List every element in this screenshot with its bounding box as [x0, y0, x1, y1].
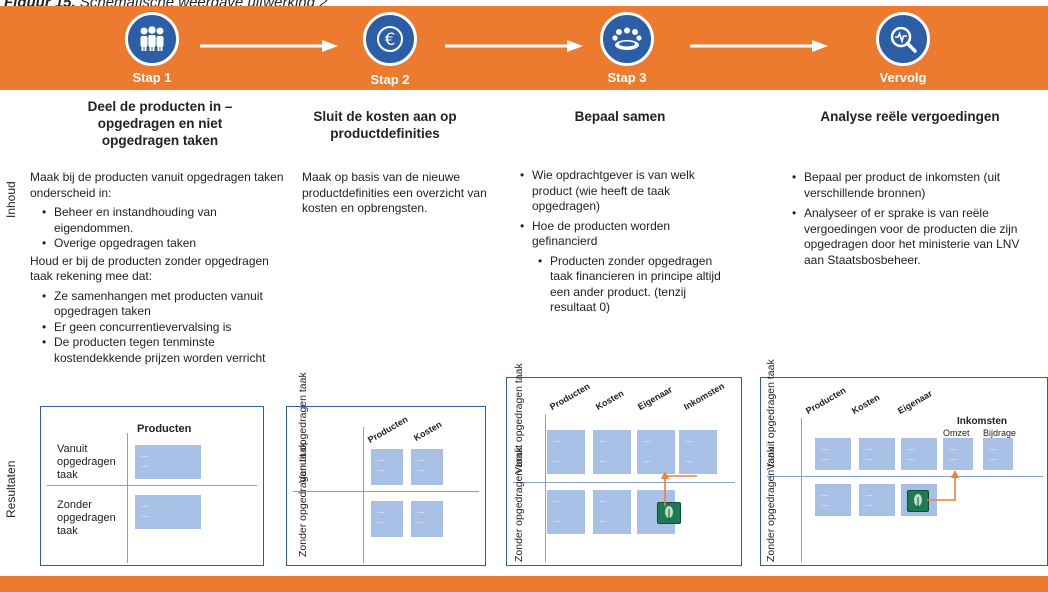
table-cell: ...... [859, 438, 895, 470]
table-cell: ...... [547, 490, 585, 534]
magnifier-icon [876, 12, 930, 66]
row-label: Zonder opgedragen taak [765, 446, 777, 562]
figure-title: Figuur 15. Schematische weergave uitwerk… [4, 0, 327, 11]
panel-group-header: Inkomsten [957, 416, 1008, 427]
divider [363, 427, 364, 563]
column-1-text: Maak bij de producten vanuit opgedragen … [30, 170, 292, 366]
bottom-band [0, 576, 1048, 592]
svg-text:€: € [385, 30, 396, 50]
column-heading: Bepaal samen [574, 109, 666, 124]
column-4-text: Bepaal per product de inkomsten (uit ver… [792, 170, 1027, 268]
table-cell: ...... [593, 490, 631, 534]
panel-sub-header: Omzet [943, 428, 970, 438]
table-cell: ...... [679, 430, 717, 474]
table-cell: ...... [371, 501, 403, 537]
step-label: Stap 1 [132, 70, 172, 85]
row-label: Zonder opgedragen taak [297, 441, 309, 557]
arrow-icon [661, 472, 697, 506]
result-panel-2: Producten Kosten Vanuit opgedragen taak … [286, 372, 486, 566]
table-cell: ...... [859, 484, 895, 516]
table-cell: ...... [815, 438, 851, 470]
arrow-icon [927, 470, 959, 501]
table-cell: ...... [135, 445, 201, 479]
money-plant-icon [657, 502, 681, 524]
table-cell: ...... [943, 438, 973, 470]
panel-column-header: Kosten [412, 419, 444, 443]
panel-column-header: Eigenaar [896, 388, 934, 416]
result-panel-4: Producten Kosten Eigenaar Inkomsten Omze… [760, 359, 1048, 566]
column-2-text: Maak op basis van de nieuwe productdefin… [302, 170, 487, 215]
table-cell: ...... [593, 430, 631, 474]
table-cell: ...... [901, 438, 937, 470]
panel-sub-header: Bijdrage [983, 428, 1017, 438]
panel-column-header: Producten [548, 381, 592, 412]
table-cell: ...... [135, 495, 201, 529]
row-label: Zonder opgedragen taak [513, 446, 525, 562]
table-cell: ...... [815, 484, 851, 516]
panel-column-header: Producten [804, 385, 848, 416]
panel-column-header: Kosten [594, 388, 626, 412]
panel-column-header: Producten [366, 414, 410, 445]
arrow-icon [200, 40, 338, 52]
result-panel-3: Producten Kosten Eigenaar Inkomsten Vanu… [506, 363, 742, 566]
row-label: Vanuit opgedragen taak [57, 443, 116, 481]
arrow-icon [445, 40, 583, 52]
divider [127, 433, 128, 563]
table-cell: ...... [983, 438, 1013, 470]
divider [47, 485, 257, 486]
row-label: Zonder opgedragen taak [57, 499, 116, 537]
panel-column-header: Producten [137, 423, 192, 435]
column-heading: Deel de producten in – opgedragen en nie… [87, 99, 233, 148]
step-label: Vervolg [879, 70, 927, 85]
table-cell: ...... [411, 501, 443, 537]
table-cell: ...... [637, 430, 675, 474]
people-icon [125, 12, 179, 66]
side-label-inhoud: Inhoud [4, 181, 18, 218]
step-label: Stap 3 [607, 70, 647, 85]
step-label: Stap 2 [370, 72, 410, 87]
result-panel-1: Producten Vanuit opgedragen taak Zonder … [40, 406, 264, 566]
euro-icon: € [363, 12, 417, 66]
divider [545, 414, 546, 562]
money-plant-icon [907, 490, 929, 512]
panel-column-header: Kosten [850, 392, 882, 416]
column-heading: Sluit de kosten aan op productdefinities [313, 109, 457, 141]
table-cell: ...... [371, 449, 403, 485]
divider [801, 418, 802, 562]
side-label-resultaten: Resultaten [4, 460, 18, 518]
divider [293, 491, 479, 492]
panel-column-header: Eigenaar [636, 384, 674, 412]
meeting-icon [600, 12, 654, 66]
divider [513, 482, 735, 483]
column-heading: Analyse reële vergoedingen [820, 109, 1000, 124]
divider [767, 476, 1043, 477]
column-3-text: Wie opdrachtgever is van welk product (w… [520, 168, 725, 316]
table-cell: ...... [547, 430, 585, 474]
table-cell: ...... [411, 449, 443, 485]
arrow-icon [690, 40, 828, 52]
panel-column-header: Inkomsten [682, 380, 726, 412]
